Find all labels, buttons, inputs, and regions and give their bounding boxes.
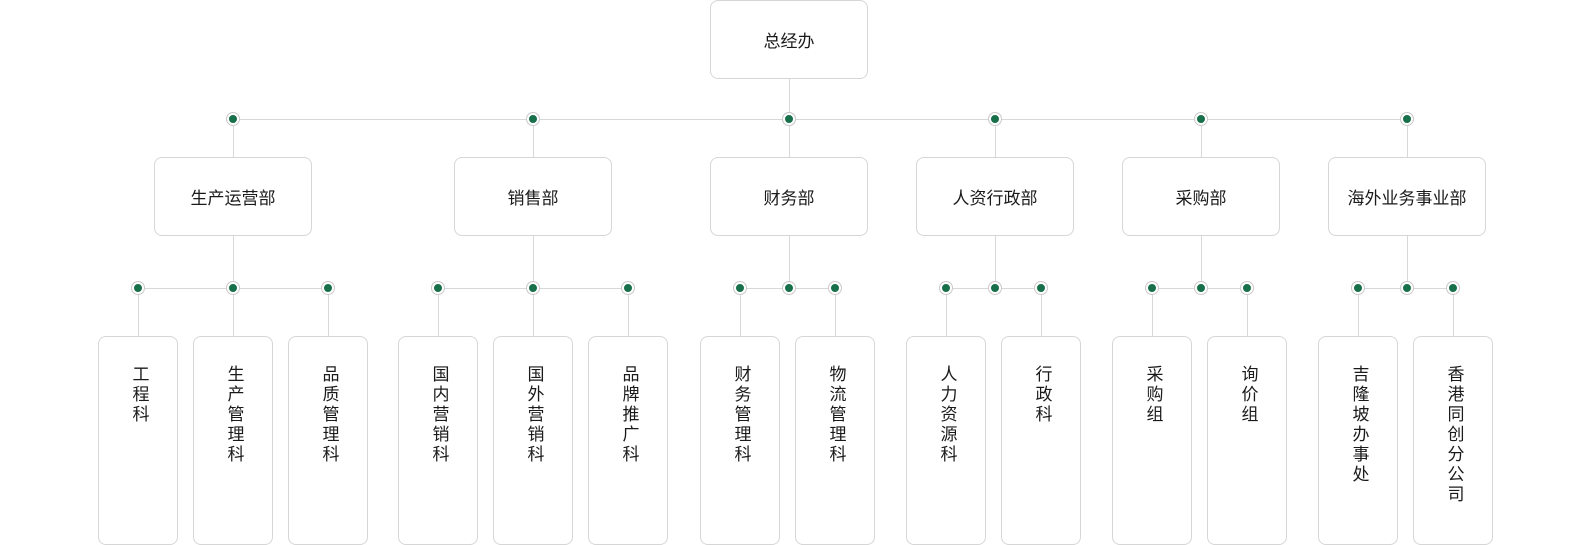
section-box[interactable]: 国内营销科	[398, 336, 478, 545]
section-label: 财务管理科	[730, 365, 751, 465]
connector-line	[532, 236, 534, 288]
junction-dot	[527, 282, 539, 294]
section-label: 国内营销科	[428, 365, 449, 465]
section-box[interactable]: 品牌推广科	[588, 336, 668, 545]
junction-dot	[432, 282, 444, 294]
junction-dot	[1241, 282, 1253, 294]
connector-line	[137, 288, 139, 336]
connector-line	[532, 288, 534, 336]
section-label: 生产管理科	[223, 365, 244, 465]
section-box[interactable]: 品质管理科	[288, 336, 368, 545]
junction-dot	[1401, 282, 1413, 294]
junction-dot	[227, 113, 239, 125]
section-label: 工程科	[128, 365, 149, 425]
connector-line	[788, 79, 790, 119]
section-box[interactable]: 人力资源科	[906, 336, 986, 545]
connector-line	[327, 288, 329, 336]
connector-line	[232, 288, 234, 336]
section-box[interactable]: 国外营销科	[493, 336, 573, 545]
section-box[interactable]: 生产管理科	[193, 336, 273, 545]
section-label: 品牌推广科	[618, 365, 639, 465]
connector-line	[233, 118, 1407, 120]
connector-line	[1200, 236, 1202, 288]
connector-line	[788, 119, 790, 157]
department-box[interactable]: 采购部	[1122, 157, 1280, 236]
section-label: 品质管理科	[318, 365, 339, 465]
connector-line	[232, 119, 234, 157]
junction-dot	[783, 282, 795, 294]
section-box[interactable]: 吉隆坡办事处	[1318, 336, 1398, 545]
section-box[interactable]: 行政科	[1001, 336, 1081, 545]
department-box[interactable]: 海外业务事业部	[1328, 157, 1486, 236]
connector-line	[232, 236, 234, 288]
section-label: 采购组	[1142, 365, 1163, 425]
junction-dot	[1146, 282, 1158, 294]
root-box[interactable]: 总经办	[710, 0, 868, 79]
junction-dot	[1195, 282, 1207, 294]
junction-dot	[1352, 282, 1364, 294]
section-box[interactable]: 工程科	[98, 336, 178, 545]
connector-line	[739, 288, 741, 336]
junction-dot	[527, 113, 539, 125]
connector-line	[788, 236, 790, 288]
connector-line	[1357, 288, 1359, 336]
connector-line	[1040, 288, 1042, 336]
section-label: 国外营销科	[523, 365, 544, 465]
section-label: 行政科	[1031, 365, 1052, 425]
department-box[interactable]: 销售部	[454, 157, 612, 236]
junction-dot	[1401, 113, 1413, 125]
department-box[interactable]: 生产运营部	[154, 157, 312, 236]
department-box-label: 生产运营部	[190, 189, 276, 209]
connector-line	[1406, 236, 1408, 288]
section-label: 吉隆坡办事处	[1348, 365, 1369, 485]
connector-line	[437, 288, 439, 336]
section-box[interactable]: 采购组	[1112, 336, 1192, 545]
junction-dot	[989, 282, 1001, 294]
junction-dot	[940, 282, 952, 294]
connector-line	[945, 288, 947, 336]
connector-line	[994, 236, 996, 288]
section-box[interactable]: 询价组	[1207, 336, 1287, 545]
junction-dot	[1447, 282, 1459, 294]
section-label: 人力资源科	[936, 365, 957, 465]
junction-dot	[132, 282, 144, 294]
root-box-label: 总经办	[763, 32, 815, 52]
department-box-label: 人资行政部	[952, 189, 1038, 209]
section-label: 询价组	[1237, 365, 1258, 425]
connector-line	[1200, 119, 1202, 157]
junction-dot	[989, 113, 1001, 125]
junction-dot	[1195, 113, 1207, 125]
junction-dot	[227, 282, 239, 294]
section-box[interactable]: 财务管理科	[700, 336, 780, 545]
department-box[interactable]: 财务部	[710, 157, 868, 236]
junction-dot	[1035, 282, 1047, 294]
department-box-label: 财务部	[763, 189, 815, 209]
section-box[interactable]: 香港同创分公司	[1413, 336, 1493, 545]
junction-dot	[783, 113, 795, 125]
section-label: 物流管理科	[825, 365, 846, 465]
connector-line	[994, 119, 996, 157]
section-label: 香港同创分公司	[1443, 365, 1464, 505]
section-box[interactable]: 物流管理科	[795, 336, 875, 545]
junction-dot	[322, 282, 334, 294]
connector-line	[1151, 288, 1153, 336]
department-box[interactable]: 人资行政部	[916, 157, 1074, 236]
connector-line	[532, 119, 534, 157]
junction-dot	[622, 282, 634, 294]
connector-line	[834, 288, 836, 336]
department-box-label: 海外业务事业部	[1347, 189, 1467, 209]
department-box-label: 采购部	[1175, 189, 1227, 209]
connector-line	[627, 288, 629, 336]
connector-line	[1406, 119, 1408, 157]
department-box-label: 销售部	[507, 189, 559, 209]
junction-dot	[829, 282, 841, 294]
connector-line	[1452, 288, 1454, 336]
connector-line	[1246, 288, 1248, 336]
junction-dot	[734, 282, 746, 294]
